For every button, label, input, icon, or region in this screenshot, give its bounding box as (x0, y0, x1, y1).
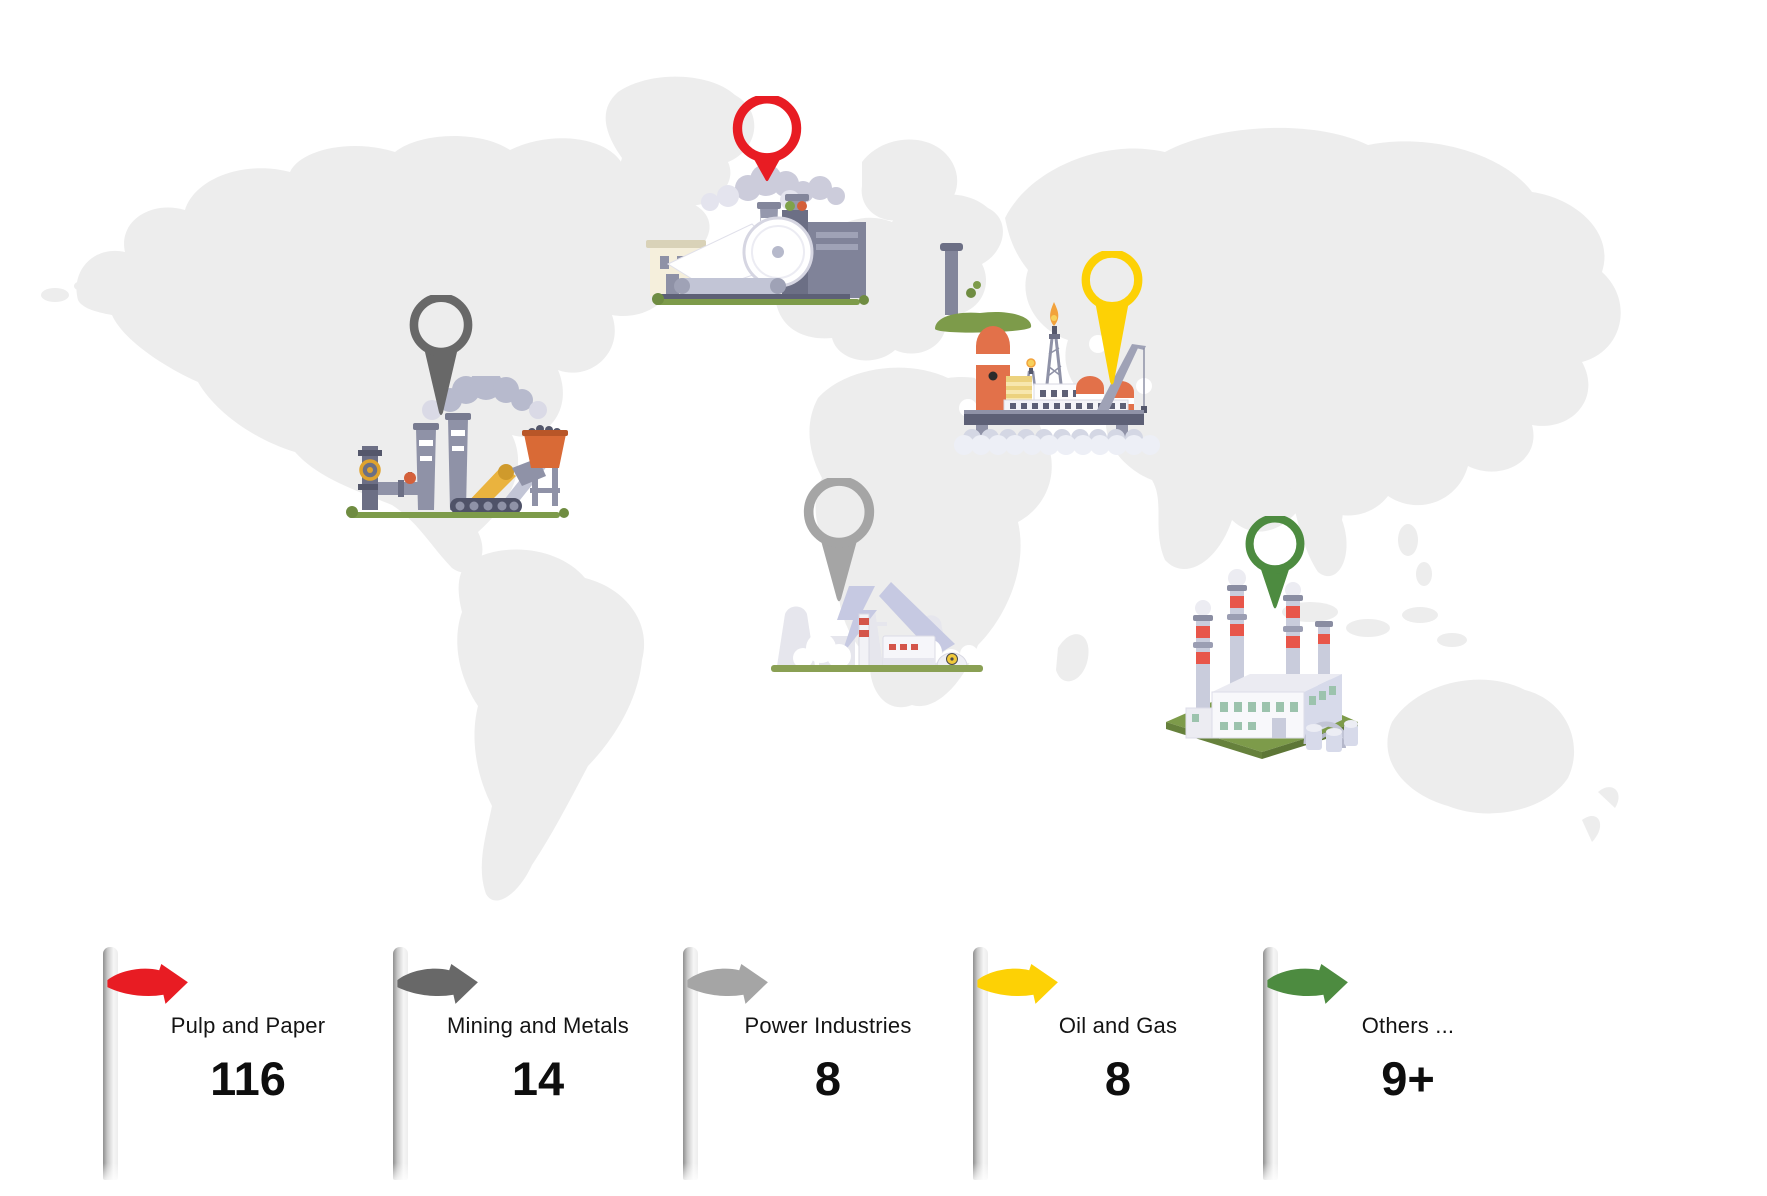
oil-gas-illustration (954, 302, 1160, 455)
legend-count: 8 (814, 1052, 842, 1105)
smoke-clouds (438, 376, 533, 412)
conveyor (660, 294, 850, 301)
continent-north-america (76, 135, 710, 573)
legend-item-power-industries: Power Industries 8 (683, 947, 973, 1196)
flame (1050, 302, 1059, 326)
factory-roof (1212, 674, 1342, 692)
pin-tail (818, 530, 860, 602)
grass (771, 665, 983, 672)
continent-australia (1387, 679, 1575, 814)
legend-count: 14 (511, 1052, 565, 1105)
pin-ring (803, 478, 875, 548)
power-industries-illustration (771, 582, 983, 672)
ore-hopper (522, 425, 568, 506)
striped-chimney (1283, 595, 1303, 692)
flag-pole (973, 947, 988, 1181)
crane-boom (1096, 344, 1138, 412)
striped-chimney (1227, 585, 1247, 702)
continent-south-america (457, 549, 645, 901)
legend-item-mining-metals: Mining and Metals 14 (393, 947, 683, 1196)
legend-label: Oil and Gas (1058, 1013, 1178, 1038)
factory-door (1272, 718, 1286, 738)
grass (348, 512, 560, 518)
legend-item-oil-gas: Oil and Gas 8 (973, 947, 1263, 1196)
factory-front-wall (1211, 691, 1305, 739)
arrow-flag-icon (397, 964, 478, 1004)
oil-tank-tall (976, 326, 1010, 412)
arrow-flag-icon (977, 964, 1058, 1004)
cooling-tanks (1306, 720, 1358, 752)
legend-item-others: Others ... 9+ (1263, 947, 1553, 1196)
map-pin-icon-mining-metals (409, 295, 473, 416)
roller (676, 278, 784, 294)
pin-tail (1094, 295, 1130, 385)
lamp-post-illustration (935, 243, 1032, 333)
legend-label: Pulp and Paper (170, 1013, 326, 1038)
flag-pole (683, 947, 698, 1181)
legend-label: Others ... (1361, 1013, 1455, 1038)
arrow-flag-icon (1267, 964, 1348, 1004)
flag-pole (1263, 947, 1278, 1181)
power-beam (879, 582, 955, 656)
arrow-flag-icon (107, 964, 188, 1004)
valve-wheel (359, 459, 381, 481)
annex-building (1185, 707, 1213, 739)
platform-deck (964, 410, 1144, 414)
map-pin-icon-others (1245, 516, 1305, 609)
legend-count: 116 (210, 1052, 286, 1105)
valve (404, 472, 416, 484)
map-pin-icon-oil-gas (1081, 251, 1143, 385)
legend-item-pulp-paper: Pulp and Paper 116 (103, 947, 393, 1196)
lightning-bolt (837, 586, 877, 656)
legend-count: 8 (1104, 1052, 1132, 1105)
chimney (448, 418, 468, 510)
flag-pole (103, 947, 118, 1181)
arrow-flag-icon (687, 964, 768, 1004)
flag-pole (393, 947, 408, 1181)
continent-greenland (605, 76, 755, 206)
grass-mound (935, 311, 1032, 333)
legend-label: Mining and Metals (447, 1013, 629, 1038)
pin-tail (422, 341, 460, 416)
pulp-paper-illustration (646, 166, 869, 305)
mining-metals-illustration (346, 376, 569, 518)
continent-asia (1005, 127, 1621, 570)
others-factory-illustration (1166, 569, 1358, 759)
striped-chimney (1193, 615, 1213, 714)
legend-count: 9+ (1381, 1052, 1435, 1105)
pin-ring (409, 295, 473, 357)
map-pin-icon-pulp-paper (732, 96, 802, 182)
pin-ring (1245, 516, 1305, 574)
grass (654, 299, 860, 305)
pin-ring (732, 96, 802, 163)
pin-ring (1081, 251, 1143, 311)
map-pin-icon-power-industries (803, 478, 875, 602)
pin-tail (746, 146, 788, 182)
legend-label: Power Industries (744, 1013, 912, 1038)
